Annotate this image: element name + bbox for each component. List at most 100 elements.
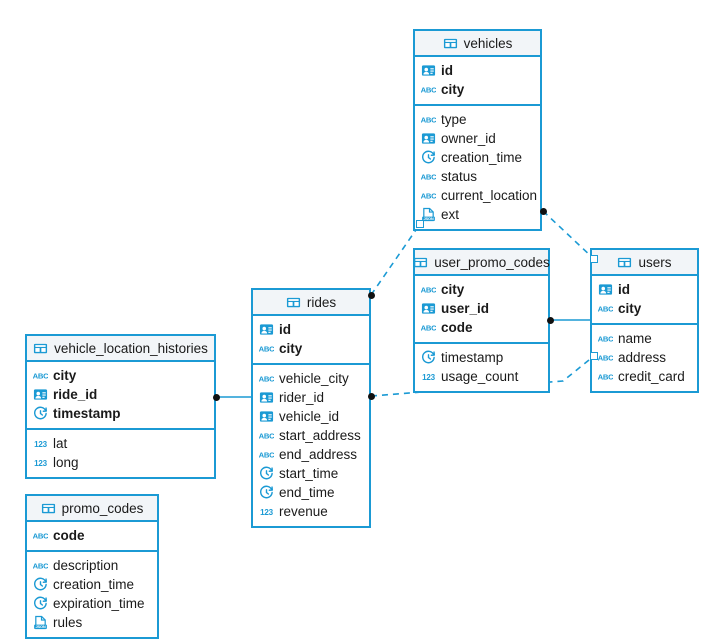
- abc-icon: ABC: [421, 320, 436, 335]
- column-label: long: [53, 455, 79, 470]
- relationship-source-marker-dot: [212, 393, 220, 401]
- column-row[interactable]: end_time: [253, 483, 369, 502]
- primary-key-row[interactable]: id: [253, 320, 369, 339]
- abc-icon: ABC: [598, 301, 613, 316]
- svg-text:123: 123: [34, 459, 48, 468]
- column-row[interactable]: 123 long: [27, 453, 214, 472]
- relationship-target-marker-square: [590, 352, 598, 360]
- table-icon: [617, 255, 632, 270]
- column-row[interactable]: start_time: [253, 464, 369, 483]
- column-label: city: [441, 282, 465, 297]
- primary-key-row[interactable]: user_id: [415, 299, 548, 318]
- id-icon: [421, 301, 436, 316]
- relationship-target-marker-square: [416, 220, 424, 228]
- id-icon: [259, 390, 274, 405]
- column-label: rules: [53, 615, 83, 630]
- column-label: vehicle_city: [279, 371, 349, 386]
- column-row[interactable]: ABC vehicle_city: [253, 369, 369, 388]
- column-row[interactable]: timestamp: [415, 348, 548, 367]
- table-header[interactable]: promo_codes: [27, 496, 157, 522]
- column-label: id: [618, 282, 630, 297]
- column-row[interactable]: owner_id: [415, 129, 540, 148]
- svg-text:123: 123: [260, 508, 274, 517]
- column-row[interactable]: vehicle_id: [253, 407, 369, 426]
- table-header[interactable]: vehicles: [415, 31, 540, 57]
- svg-text:ABC: ABC: [421, 323, 436, 332]
- column-label: name: [618, 331, 652, 346]
- column-row[interactable]: ABC name: [592, 329, 697, 348]
- id-icon: [33, 387, 48, 402]
- table-header[interactable]: users: [592, 250, 697, 276]
- relationship-source-marker-dot: [539, 207, 547, 215]
- clock-icon: [33, 596, 48, 611]
- column-row[interactable]: creation_time: [415, 148, 540, 167]
- column-label: ext: [441, 207, 460, 222]
- abc-icon: ABC: [598, 350, 613, 365]
- column-row[interactable]: expiration_time: [27, 594, 157, 613]
- primary-key-row[interactable]: ride_id: [27, 385, 214, 404]
- table-icon: [33, 341, 48, 356]
- abc-icon: ABC: [598, 331, 613, 346]
- primary-key-row[interactable]: id: [592, 280, 697, 299]
- table-icon: [413, 255, 428, 270]
- svg-text:ABC: ABC: [259, 450, 274, 459]
- table-header[interactable]: rides: [253, 290, 369, 316]
- column-row[interactable]: rider_id: [253, 388, 369, 407]
- column-label: city: [441, 82, 465, 97]
- column-label: credit_card: [618, 369, 685, 384]
- abc-icon: ABC: [33, 368, 48, 383]
- table-icon: [443, 36, 458, 51]
- num-icon: 123: [33, 455, 48, 470]
- table-name: users: [638, 254, 672, 270]
- column-label: start_address: [279, 428, 361, 443]
- num-icon: 123: [33, 436, 48, 451]
- table-header[interactable]: user_promo_codes: [413, 250, 550, 276]
- table-header[interactable]: vehicle_location_histories: [27, 336, 214, 362]
- column-row[interactable]: JSON rules: [27, 613, 157, 632]
- id-icon: [421, 63, 436, 78]
- primary-key-row[interactable]: ABC code: [415, 318, 548, 337]
- clock-icon: [259, 485, 274, 500]
- primary-key-row[interactable]: id: [415, 61, 540, 80]
- svg-text:ABC: ABC: [33, 371, 48, 380]
- column-row[interactable]: ABC start_address: [253, 426, 369, 445]
- column-row[interactable]: creation_time: [27, 575, 157, 594]
- json-icon: JSON: [33, 615, 48, 630]
- clock-icon: [33, 577, 48, 592]
- primary-key-row[interactable]: timestamp: [27, 404, 214, 423]
- column-label: creation_time: [53, 577, 135, 592]
- abc-icon: ABC: [259, 428, 274, 443]
- abc-icon: ABC: [259, 371, 274, 386]
- table-icon: [286, 295, 301, 310]
- column-label: id: [441, 63, 453, 78]
- id-icon: [259, 409, 274, 424]
- column-label: code: [441, 320, 473, 335]
